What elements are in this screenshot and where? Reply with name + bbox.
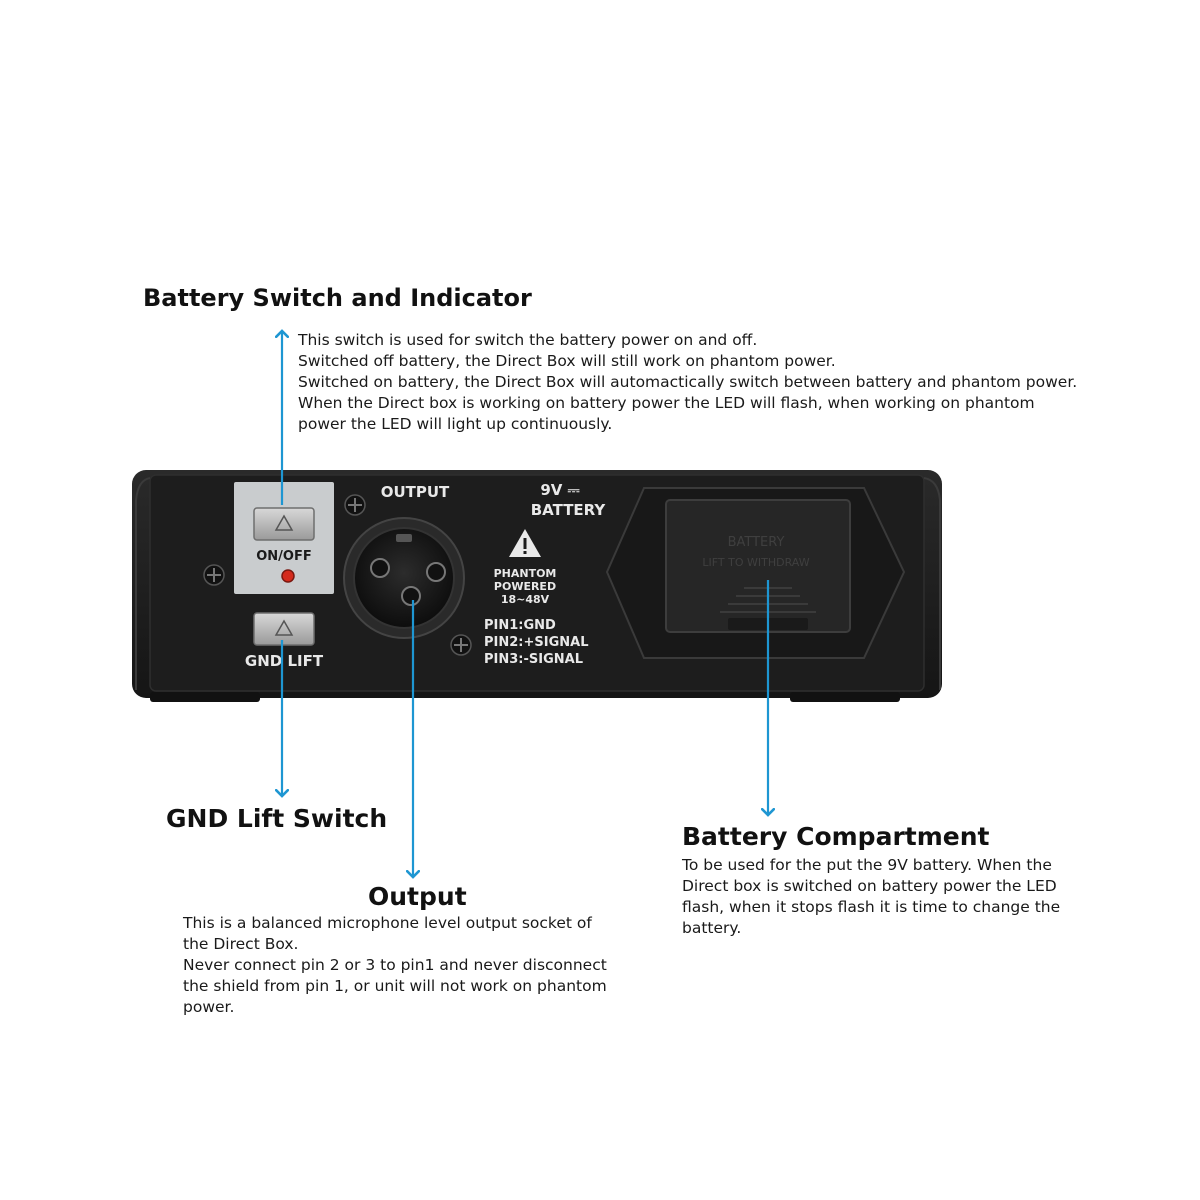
description-line: power the LED will light up continuously… (298, 415, 613, 433)
output-label: OUTPUT (381, 483, 450, 501)
battery-led-indicator (281, 569, 295, 583)
description-line: Switched off battery, the Direct Box wil… (298, 352, 836, 370)
description-line: Switched on battery, the Direct Box will… (298, 373, 1078, 391)
xlr-output-socket[interactable] (343, 517, 465, 639)
description-line: flash, when it stops flash it is time to… (682, 898, 1061, 916)
pin3-label: PIN3:-SIGNAL (484, 652, 583, 667)
phantom-text-1: PHANTOM (494, 567, 557, 580)
description-line: Direct box is switched on battery power … (682, 877, 1057, 895)
pin2-label: PIN2:+SIGNAL (484, 635, 588, 650)
screw-icon (450, 634, 472, 656)
description-line: the Direct Box. (183, 935, 299, 953)
screw-icon (203, 564, 225, 586)
gnd-lift-heading: GND Lift Switch (166, 804, 388, 833)
voltage-label: 9V ⎓ (540, 481, 579, 499)
description-line: This is a balanced microphone level outp… (183, 914, 592, 932)
phantom-text-2: POWERED (494, 580, 556, 593)
lid-embossed-text-1: BATTERY (728, 535, 785, 550)
on-off-label: ON/OFF (256, 549, 312, 564)
description-line: To be used for the put the 9V battery. W… (682, 856, 1052, 874)
description-line: power. (183, 998, 235, 1016)
battery-switch-description: This switch is used for switch the batte… (298, 330, 1077, 435)
gnd-lift-label: GND LIFT (245, 652, 324, 670)
battery-switch-heading: Battery Switch and Indicator (143, 284, 532, 312)
gnd-lift-switch[interactable] (253, 612, 315, 646)
battery-label: BATTERY (531, 501, 607, 519)
battery-on-off-switch[interactable] (253, 507, 315, 541)
battery-compartment-heading: Battery Compartment (682, 822, 990, 851)
description-line: This switch is used for switch the batte… (298, 331, 758, 349)
screw-icon (344, 494, 366, 516)
output-heading: Output (368, 882, 467, 911)
description-line: battery. (682, 919, 742, 937)
lid-embossed-text-2: LIFT TO WITHDRAW (702, 556, 809, 569)
description-line: When the Direct box is working on batter… (298, 394, 1035, 412)
phantom-text-3: 18~48V (501, 593, 550, 606)
pin1-label: PIN1:GND (484, 618, 556, 633)
description-line: Never connect pin 2 or 3 to pin1 and nev… (183, 956, 607, 974)
battery-compartment-description: To be used for the put the 9V battery. W… (682, 855, 1060, 939)
output-description: This is a balanced microphone level outp… (183, 913, 607, 1018)
warning-icon (509, 529, 541, 557)
description-line: the shield from pin 1, or unit will not … (183, 977, 607, 995)
